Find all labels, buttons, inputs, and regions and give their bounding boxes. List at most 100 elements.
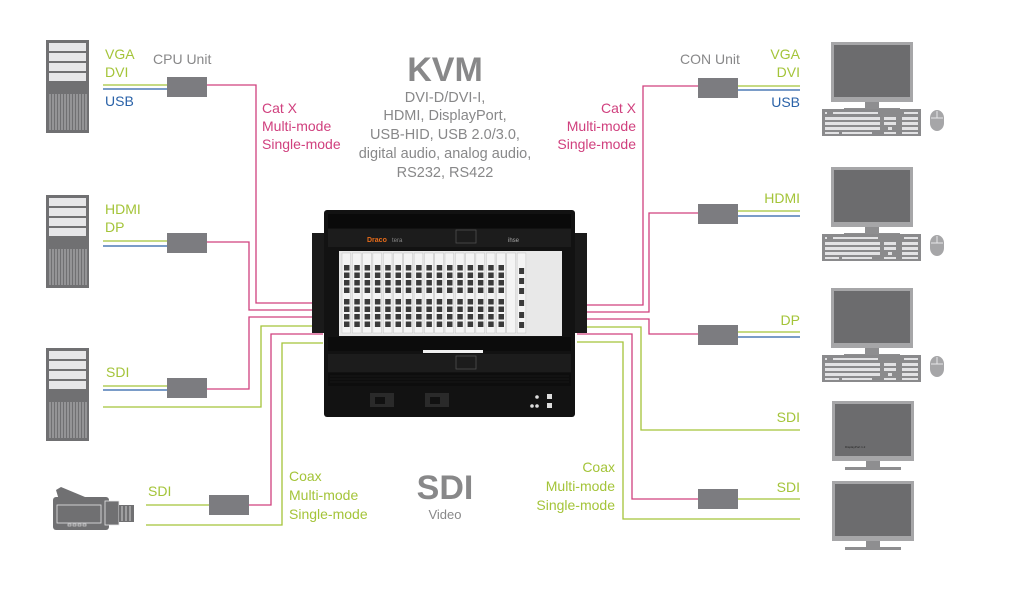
sink2-monitor-icon xyxy=(831,167,913,236)
rj45-port xyxy=(426,314,432,320)
rj45-port xyxy=(364,321,371,327)
rj45-port xyxy=(344,272,350,278)
port-card xyxy=(352,252,362,334)
io-port xyxy=(519,300,525,306)
sink4-video-label: SDI xyxy=(776,409,800,425)
rj45-port xyxy=(354,306,360,312)
port-card xyxy=(506,252,516,334)
sink2-mouse-icon xyxy=(929,234,945,257)
rj45-port xyxy=(477,287,484,293)
rj45-port xyxy=(498,321,504,327)
sink2-video-label: HDMI xyxy=(764,190,800,206)
io-port xyxy=(519,322,525,328)
right-transmission-line-3: Single-mode xyxy=(557,136,636,152)
rj45-port xyxy=(457,306,463,312)
rj45-port xyxy=(426,306,432,312)
port-card xyxy=(341,252,352,334)
rj45-port xyxy=(488,306,494,312)
chassis-maker: ihse xyxy=(508,238,520,244)
camera-video-label: SDI xyxy=(148,483,172,499)
rj45-port xyxy=(405,314,412,320)
rj45-port xyxy=(405,306,412,312)
port-card xyxy=(444,252,455,334)
rj45-port xyxy=(416,265,422,271)
io-port xyxy=(519,312,525,318)
rj45-port xyxy=(467,314,474,320)
left-coax-line-2: Multi-mode xyxy=(289,487,359,503)
cpu-unit-extender-1 xyxy=(167,77,207,97)
port-card xyxy=(403,252,413,334)
rj45-port xyxy=(467,280,474,286)
left-transmission-line-3: Single-mode xyxy=(262,136,341,152)
right-transmission-line-1: Cat X xyxy=(600,100,636,116)
rj45-port xyxy=(498,299,504,305)
rj45-port xyxy=(364,299,371,305)
sdi-subtitle: Video xyxy=(428,507,462,522)
port-card xyxy=(475,252,485,334)
rj45-port xyxy=(467,321,474,327)
rj45-port xyxy=(374,306,381,312)
rj45-port xyxy=(467,272,474,278)
rj45-port xyxy=(447,314,453,320)
rj45-port xyxy=(498,272,504,278)
rj45-port xyxy=(447,265,453,271)
rj45-port xyxy=(405,272,412,278)
rj45-port xyxy=(374,299,381,305)
rj45-port xyxy=(488,287,494,293)
port-card xyxy=(465,252,475,334)
sink2-cat-line xyxy=(577,212,698,313)
rj45-port xyxy=(374,321,381,327)
rj45-port xyxy=(405,280,412,286)
rj45-port xyxy=(395,299,401,305)
sink1-video-label-1: VGA xyxy=(770,46,800,62)
port-card xyxy=(383,252,393,334)
sink5-monitor-icon xyxy=(832,481,914,550)
cpu-unit-label: CPU Unit xyxy=(153,51,212,67)
rj45-port xyxy=(488,299,494,305)
sink4-monitor-icon xyxy=(832,401,914,470)
io-port xyxy=(519,278,525,284)
rj45-port xyxy=(488,265,494,271)
kvm-description-3: USB-HID, USB 2.0/3.0, xyxy=(370,127,520,143)
rj45-port xyxy=(498,265,504,271)
rj45-port xyxy=(426,272,432,278)
left-transmission-line-1: Cat X xyxy=(262,100,298,116)
sink1-cat-line xyxy=(577,85,698,306)
io-port xyxy=(519,268,525,274)
rj45-port xyxy=(395,306,401,312)
rj45-port xyxy=(477,321,484,327)
left-rack-ear xyxy=(312,233,326,333)
rj45-port xyxy=(395,280,401,286)
source1-usb-label: USB xyxy=(105,93,134,109)
port-card xyxy=(434,252,444,334)
rj45-port xyxy=(477,272,484,278)
rj45-port xyxy=(436,299,443,305)
rj45-port xyxy=(344,321,350,327)
rj45-port xyxy=(457,314,463,320)
sink1-usb-label: USB xyxy=(771,94,800,110)
rj45-port xyxy=(488,314,494,320)
source1-video-label-2: DVI xyxy=(105,64,129,80)
source2-video-label-1: HDMI xyxy=(105,201,141,217)
rj45-port xyxy=(416,321,422,327)
rj45-port xyxy=(426,299,432,305)
source3-computer-icon xyxy=(45,347,90,442)
source2-video-label-2: DP xyxy=(105,219,125,235)
port-card xyxy=(362,252,372,334)
sink5-cat-line xyxy=(577,333,698,500)
camera-coax-line xyxy=(146,342,323,526)
rj45-port xyxy=(488,280,494,286)
right-coax-line-1: Coax xyxy=(582,459,615,475)
port-card xyxy=(413,252,424,334)
rj45-port xyxy=(416,314,422,320)
rj45-port xyxy=(374,314,381,320)
kvm-title: KVM xyxy=(407,51,483,89)
chassis-brand-suffix: tera xyxy=(392,238,403,244)
rj45-port xyxy=(416,287,422,293)
rj45-port xyxy=(364,272,371,278)
right-transmission-line-2: Multi-mode xyxy=(566,118,636,134)
rj45-port xyxy=(477,265,484,271)
rj45-port xyxy=(354,299,360,305)
rj45-port xyxy=(385,280,391,286)
rj45-port xyxy=(498,314,504,320)
